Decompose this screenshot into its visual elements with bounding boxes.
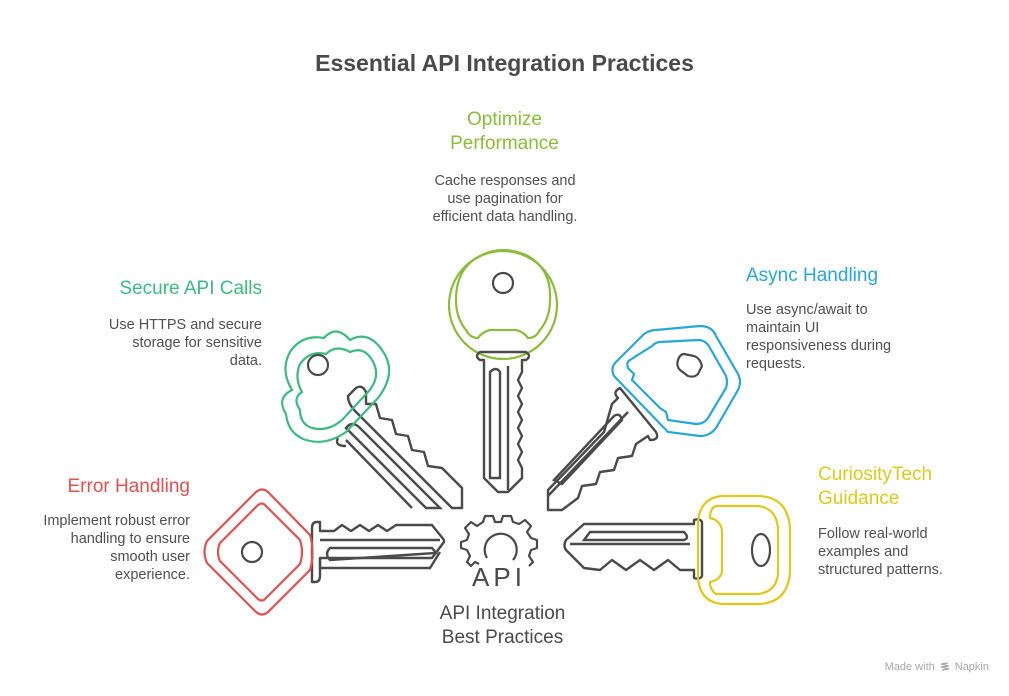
round-key-icon xyxy=(447,248,559,494)
async-handling-description: Use async/await to maintain UI responsiv… xyxy=(746,302,892,372)
center-label: API Integration Best Practices xyxy=(439,603,566,648)
optimize-performance-description: Cache responses and use pagination for e… xyxy=(432,173,578,225)
footer-prefix: Made with xyxy=(884,661,935,673)
hexagon-key-icon xyxy=(546,324,742,512)
async-handling-heading: Async Handling xyxy=(746,265,879,286)
gear-api-icon: API xyxy=(459,514,539,592)
api-icon-text: API xyxy=(472,562,526,592)
error-handling-description: Implement robust error handling to ensur… xyxy=(43,513,190,583)
footer-brand: Napkin xyxy=(954,661,989,673)
rounded-key-icon xyxy=(563,494,792,606)
error-handling-heading: Error Handling xyxy=(67,476,191,497)
footer-attribution[interactable]: Made with Napkin xyxy=(885,661,989,673)
secure-api-calls-heading: Secure API Calls xyxy=(119,278,262,299)
diamond-key-icon xyxy=(203,488,446,616)
page-title: Essential API Integration Practices xyxy=(315,50,694,76)
optimize-performance-heading: Optimize Performance xyxy=(450,109,559,154)
napkin-logo-icon xyxy=(940,662,949,671)
clover-key-icon xyxy=(281,330,464,510)
curiositytech-guidance-heading: CuriosityTech Guidance xyxy=(818,464,933,509)
secure-api-calls-description: Use HTTPS and secure storage for sensiti… xyxy=(108,317,262,369)
curiositytech-guidance-description: Follow real-world examples and structure… xyxy=(818,526,943,578)
